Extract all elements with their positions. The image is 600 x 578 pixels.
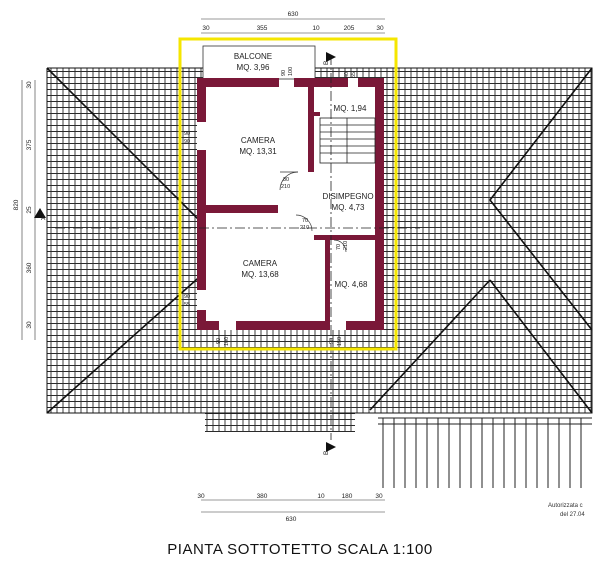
opening-bottom-right-2: 150 bbox=[337, 337, 343, 346]
pergola bbox=[378, 417, 592, 488]
section-marker-top: B bbox=[323, 52, 336, 65]
door-camera2-w: 70 bbox=[302, 218, 308, 224]
svg-text:A: A bbox=[41, 215, 46, 222]
top-dim-seg-3: 10 bbox=[312, 25, 320, 32]
room-disimpegno-name: DISIMPEGNO bbox=[322, 192, 373, 201]
bottom-dim-overall: 630 bbox=[286, 516, 297, 523]
door-camera2-h: 210 bbox=[300, 225, 309, 231]
room-disimpegno-area: MQ. 4,73 bbox=[332, 203, 365, 212]
door-swings bbox=[279, 171, 347, 253]
opening-left-top-2: 90 bbox=[184, 139, 190, 145]
room-balcone-area: MQ. 3,96 bbox=[237, 63, 270, 72]
drawing-title: PIANTA SOTTOTETTO SCALA 1:100 bbox=[167, 541, 433, 558]
opening-left-bottom-2: 55 bbox=[184, 302, 190, 308]
bottom-dim-seg-2: 380 bbox=[257, 493, 268, 500]
balcony-area bbox=[202, 45, 316, 80]
bottom-dim-seg-5: 30 bbox=[375, 493, 383, 500]
dimension-lines bbox=[21, 18, 385, 513]
door-bagno-h: 210 bbox=[343, 241, 349, 250]
door-camera1-w: 80 bbox=[283, 177, 289, 183]
section-marker-bottom: B bbox=[323, 442, 336, 455]
opening-left-bottom-1: 90 bbox=[184, 294, 190, 300]
door-bagno-w: 70 bbox=[336, 244, 342, 250]
left-dim-seg-1: 30 bbox=[26, 81, 33, 89]
bottom-dim-seg-1: 30 bbox=[197, 493, 205, 500]
top-dim-seg-5: 30 bbox=[376, 25, 384, 32]
section-marker-left: A bbox=[34, 208, 46, 222]
left-dim-seg-2: 375 bbox=[26, 139, 33, 150]
room-camera1-area: MQ. 13,31 bbox=[239, 147, 277, 156]
svg-text:B: B bbox=[323, 61, 330, 65]
left-dim-overall: 820 bbox=[13, 199, 20, 210]
room-bagno2-area: MQ. 4,68 bbox=[335, 280, 368, 289]
walls bbox=[197, 78, 384, 330]
opening-bottom-left-2: 100 bbox=[224, 337, 230, 346]
room-camera1-name: CAMERA bbox=[241, 136, 276, 145]
room-camera2-name: CAMERA bbox=[243, 259, 278, 268]
top-dim-seg-2: 355 bbox=[257, 25, 268, 32]
authorization-note-2: del 27.04 bbox=[560, 512, 585, 518]
opening-top-1: 90 bbox=[281, 70, 287, 76]
bottom-dim-seg-4: 180 bbox=[342, 493, 353, 500]
opening-bottom-right-1: 90 bbox=[329, 338, 335, 344]
left-dim-seg-4: 360 bbox=[26, 262, 33, 273]
opening-bottom-left-1: 90 bbox=[216, 338, 222, 344]
staircase bbox=[319, 117, 376, 164]
opening-right-1: 40 bbox=[344, 72, 350, 78]
authorization-note-1: Autorizzata c bbox=[548, 503, 583, 509]
section-lines bbox=[55, 55, 420, 440]
left-dim-seg-5: 30 bbox=[26, 321, 33, 329]
top-dim-seg-1: 30 bbox=[202, 25, 210, 32]
opening-right-2: 55 bbox=[351, 72, 357, 78]
opening-top-2: 100 bbox=[288, 67, 294, 76]
room-balcone-name: BALCONE bbox=[234, 52, 272, 61]
top-dim-seg-4: 205 bbox=[344, 25, 355, 32]
svg-text:B: B bbox=[323, 451, 330, 455]
opening-left-top-1: 90 bbox=[184, 131, 190, 137]
room-camera2-area: MQ. 13,68 bbox=[241, 270, 279, 279]
door-camera1-h: 210 bbox=[281, 184, 290, 190]
highlight-frame bbox=[178, 37, 398, 351]
bottom-dim-seg-3: 10 bbox=[317, 493, 325, 500]
left-dim-seg-3: 25 bbox=[26, 206, 33, 214]
top-dim-overall: 630 bbox=[288, 11, 299, 18]
room-bagno1-area: MQ. 1,94 bbox=[334, 104, 367, 113]
